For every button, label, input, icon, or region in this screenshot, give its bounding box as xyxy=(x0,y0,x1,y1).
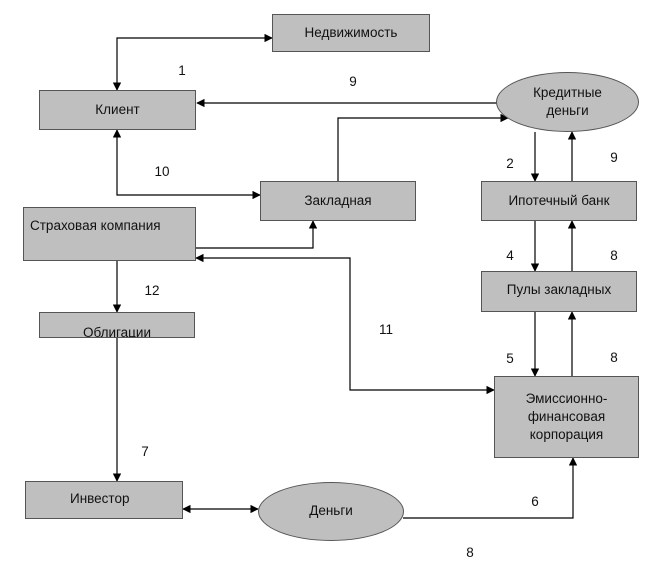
step-number-1: 1 xyxy=(178,62,186,78)
step-number-10: 10 xyxy=(154,163,170,179)
arrow-client-real-estate xyxy=(112,33,273,91)
client-box: Клиент xyxy=(39,90,196,130)
bonds-label: Облигации xyxy=(83,324,151,338)
mortgage-bank-box: Ипотечный банк xyxy=(481,181,637,221)
step-number-8-c: 8 xyxy=(466,544,474,560)
investor-label: Инвестор xyxy=(70,491,130,506)
credit-money-label-line2: деньги xyxy=(546,103,589,118)
money-oval: Деньги xyxy=(258,482,404,541)
insurance-company-box: Страховая компания xyxy=(23,207,196,261)
bonds-box: Облигации xyxy=(39,312,195,338)
real-estate-label: Недвижимость xyxy=(304,24,398,40)
mortgage-note-label: Закладная xyxy=(304,192,372,208)
emission-label-line1: Эмиссионно- xyxy=(525,390,608,406)
step-number-5: 5 xyxy=(506,350,514,366)
mortgage-bank-label: Ипотечный банк xyxy=(508,192,610,208)
step-number-9-top: 9 xyxy=(349,73,357,89)
arrow-insurance-mortgage-note xyxy=(194,220,318,249)
step-number-12: 12 xyxy=(144,282,160,298)
mortgage-pools-label: Пулы закладных xyxy=(506,282,612,297)
emission-label-line3: корпорация xyxy=(529,427,604,443)
step-number-8-a: 8 xyxy=(610,247,618,263)
step-number-4: 4 xyxy=(506,247,514,263)
real-estate-box: Недвижимость xyxy=(272,14,430,52)
emission-corporation-box: Эмиссионно- финансовая корпорация xyxy=(494,376,639,458)
mortgage-note-box: Закладная xyxy=(260,181,416,221)
step-number-6: 6 xyxy=(531,493,539,509)
step-number-2: 2 xyxy=(506,155,514,171)
step-number-7: 7 xyxy=(141,443,149,459)
arrow-mortgage-note-credit-money xyxy=(337,113,509,181)
emission-label-line2: финансовая xyxy=(527,408,606,424)
money-label: Деньги xyxy=(309,503,353,519)
investor-box: Инвестор xyxy=(25,481,183,519)
insurance-company-label: Страховая компания xyxy=(30,218,161,233)
step-number-8-b: 8 xyxy=(610,349,618,365)
credit-money-label-line1: Кредитные xyxy=(533,84,602,100)
client-label: Клиент xyxy=(95,101,140,117)
arrow-client-mortgage-note xyxy=(112,129,261,200)
mortgage-pools-box: Пулы закладных xyxy=(481,271,637,312)
credit-money-oval: Кредитные деньги xyxy=(496,72,639,132)
arrow-money-emission xyxy=(403,457,578,519)
arrow-insurance-emission xyxy=(195,253,495,395)
step-number-11: 11 xyxy=(378,321,393,337)
step-number-9-right: 9 xyxy=(610,149,618,165)
